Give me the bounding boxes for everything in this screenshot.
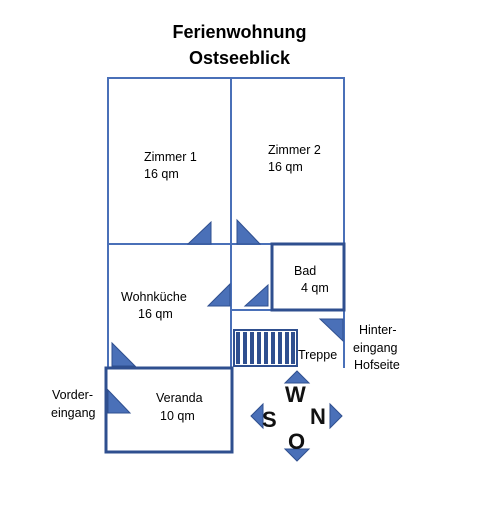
zimmer1-area: 16 qm <box>144 167 179 181</box>
zimmer2-name: Zimmer 2 <box>268 143 321 157</box>
compass-south: S <box>262 407 277 432</box>
door-hintereingang <box>318 318 344 343</box>
hintereingang-label-2: eingang <box>353 341 398 355</box>
vordereingang-label-2: eingang <box>51 406 96 420</box>
compass-east: O <box>288 429 306 454</box>
wohnkueche-name: Wohnküche <box>121 290 187 304</box>
veranda-outline <box>104 366 234 454</box>
door-bad <box>243 283 269 307</box>
wohnkueche-area: 16 qm <box>138 307 173 321</box>
bad-name: Bad <box>294 264 317 278</box>
title-line-1: Ferienwohnung <box>172 22 307 42</box>
compass-arrow-down-icon <box>283 448 311 462</box>
compass-arrow-up-icon <box>283 370 311 384</box>
treppe-stairs <box>233 329 298 367</box>
veranda-name: Veranda <box>156 391 203 405</box>
compass-north: N <box>310 404 326 429</box>
hintereingang-label-3: Hofseite <box>354 358 400 372</box>
title-line-2: Ostseeblick <box>188 48 291 68</box>
door-zimmer2 <box>236 218 262 245</box>
veranda-area: 10 qm <box>160 409 195 423</box>
zimmer2-area: 16 qm <box>268 160 303 174</box>
compass-arrow-left-icon <box>250 402 264 430</box>
upper-rooms-outline <box>107 77 345 245</box>
door-vordereingang <box>107 388 132 414</box>
treppe-label: Treppe <box>298 348 338 362</box>
door-zimmer1 <box>186 220 212 245</box>
door-veranda <box>111 341 137 367</box>
compass-west: W <box>285 382 306 407</box>
door-wohnkueche <box>206 282 231 307</box>
bad-outline <box>270 242 346 312</box>
zimmer1-name: Zimmer 1 <box>144 150 197 164</box>
bad-area: 4 qm <box>301 281 329 295</box>
compass-arrow-right-icon <box>329 402 343 430</box>
vordereingang-label-1: Vorder- <box>52 388 93 402</box>
hintereingang-label-1: Hinter- <box>359 323 397 337</box>
